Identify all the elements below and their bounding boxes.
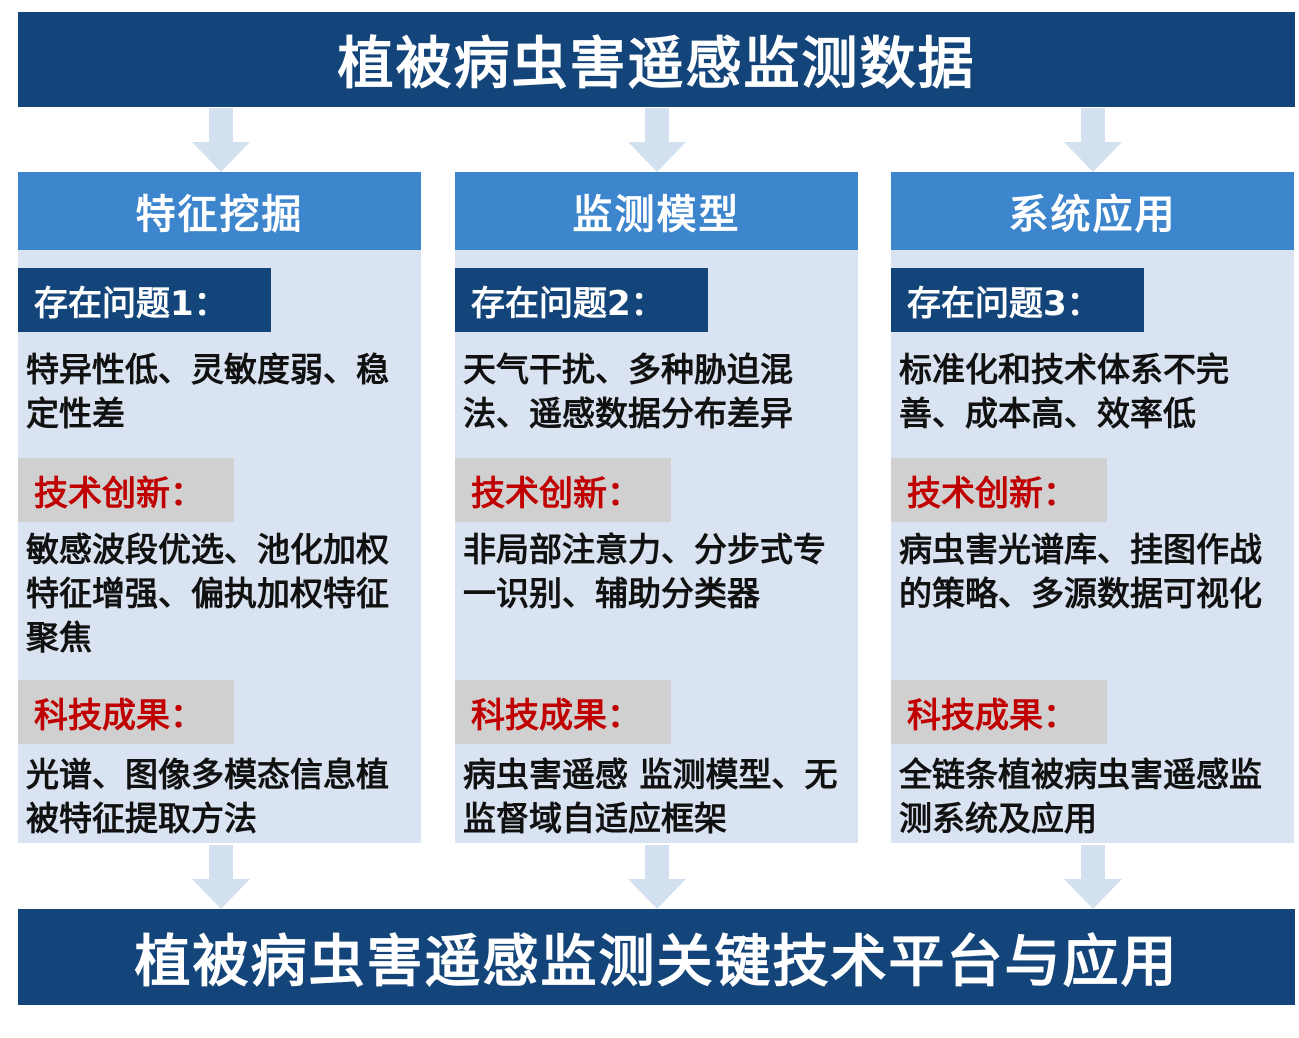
innovation-text: 病虫害光谱库、挂图作战的策略、多源数据可视化 — [899, 530, 1262, 613]
result-label: 科技成果： — [455, 680, 671, 744]
problem-label: 存在问题3： — [891, 268, 1144, 332]
down-arrow-icon — [1064, 845, 1122, 909]
column-header: 系统应用 — [891, 172, 1294, 250]
column-header: 监测模型 — [455, 172, 858, 250]
result-text: 光谱、图像多模态信息植被特征提取方法 — [26, 755, 389, 838]
result-label: 科技成果： — [891, 680, 1107, 744]
innovation-label: 技术创新： — [455, 458, 671, 522]
column-header: 特征挖掘 — [18, 172, 421, 250]
column-system-application: 系统应用 存在问题3： 标准化和技术体系不完善、成本高、效率低 技术创新： 病虫… — [891, 172, 1294, 843]
top-title-banner: 植被病虫害遥感监测数据 — [18, 12, 1295, 107]
down-arrow-icon — [628, 845, 686, 909]
column-monitoring-model: 监测模型 存在问题2： 天气干扰、多种胁迫混法、遥感数据分布差异 技术创新： 非… — [455, 172, 858, 843]
bottom-title-banner: 植被病虫害遥感监测关键技术平台与应用 — [18, 909, 1295, 1005]
problem-label: 存在问题1： — [18, 268, 271, 332]
problem-text: 天气干扰、多种胁迫混法、遥感数据分布差异 — [463, 350, 793, 433]
down-arrow-icon — [628, 108, 686, 172]
innovation-label: 技术创新： — [891, 458, 1107, 522]
column-feature-mining: 特征挖掘 存在问题1： 特异性低、灵敏度弱、稳定性差 技术创新： 敏感波段优选、… — [18, 172, 421, 843]
problem-text: 标准化和技术体系不完善、成本高、效率低 — [899, 350, 1229, 433]
innovation-text: 敏感波段优选、池化加权特征增强、偏执加权特征聚焦 — [26, 530, 389, 657]
down-arrow-icon — [192, 845, 250, 909]
result-label: 科技成果： — [18, 680, 234, 744]
down-arrow-icon — [192, 108, 250, 172]
innovation-label: 技术创新： — [18, 458, 234, 522]
down-arrow-icon — [1064, 108, 1122, 172]
problem-label: 存在问题2： — [455, 268, 708, 332]
innovation-text: 非局部注意力、分步式专一识别、辅助分类器 — [463, 530, 826, 613]
result-text: 病虫害遥感 监测模型、无监督域自适应框架 — [463, 755, 838, 838]
result-text: 全链条植被病虫害遥感监测系统及应用 — [899, 755, 1262, 838]
problem-text: 特异性低、灵敏度弱、稳定性差 — [26, 350, 389, 433]
